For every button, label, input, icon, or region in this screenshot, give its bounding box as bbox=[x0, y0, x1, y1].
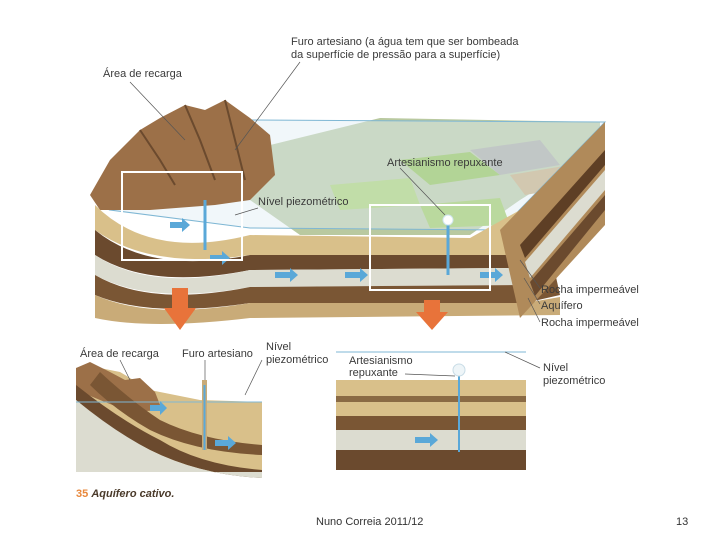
label-aquifero: Aquífero bbox=[541, 300, 583, 312]
caption-number: 35 bbox=[76, 488, 89, 500]
water-flow-arrows bbox=[170, 218, 503, 282]
caption-text: Aquífero cativo. bbox=[91, 488, 175, 500]
label-area-recarga-top: Área de recarga bbox=[103, 68, 182, 80]
layer-impermeable-1 bbox=[95, 230, 548, 278]
figure-caption: 35 Aquífero cativo. bbox=[76, 488, 174, 500]
label-furo-artesiano-bottom: Furo artesiano bbox=[182, 348, 253, 360]
highlight-box-right bbox=[369, 204, 491, 291]
down-arrow-right bbox=[416, 300, 448, 330]
label-furo-top-2: da superfície de pressão para a superfíc… bbox=[291, 49, 501, 61]
layer-aquifer bbox=[95, 252, 555, 294]
label-nivel-top: Nível piezométrico bbox=[258, 196, 349, 208]
label-rocha-impermeavel-2: Rocha impermeável bbox=[541, 317, 639, 329]
label-artesianismo-top: Artesianismo repuxante bbox=[387, 157, 503, 169]
mountains bbox=[90, 100, 275, 210]
label-furo-top-1: Furo artesiano (a água tem que ser bombe… bbox=[291, 36, 519, 48]
footer-page-number: 13 bbox=[676, 516, 689, 528]
footer-author: Nuno Correia 2011/12 bbox=[316, 516, 424, 528]
label-artesianismo-b-2: repuxante bbox=[349, 367, 398, 379]
down-arrow-left bbox=[164, 288, 196, 330]
inset-left bbox=[76, 362, 262, 478]
field-green-1 bbox=[400, 152, 500, 185]
field-grey bbox=[470, 140, 560, 175]
layer-impermeable-2 bbox=[95, 275, 560, 309]
layer-bottom-sand bbox=[95, 295, 560, 324]
label-nivel-bl-2: piezométrico bbox=[266, 354, 329, 366]
fountain bbox=[442, 214, 454, 226]
label-nivel-bl-1: Nível bbox=[266, 341, 292, 353]
field-green-2 bbox=[330, 178, 420, 210]
label-rocha-impermeavel-1: Rocha impermeável bbox=[541, 284, 639, 296]
label-area-recarga-bottom: Área de recarga bbox=[80, 348, 159, 360]
inset-right bbox=[336, 346, 526, 470]
label-nivel-br-2: piezométrico bbox=[543, 375, 606, 387]
label-artesianismo-b-1: Artesianismo bbox=[349, 355, 413, 367]
highlight-box-left bbox=[121, 171, 243, 261]
label-nivel-br-1: Nível bbox=[543, 362, 569, 374]
